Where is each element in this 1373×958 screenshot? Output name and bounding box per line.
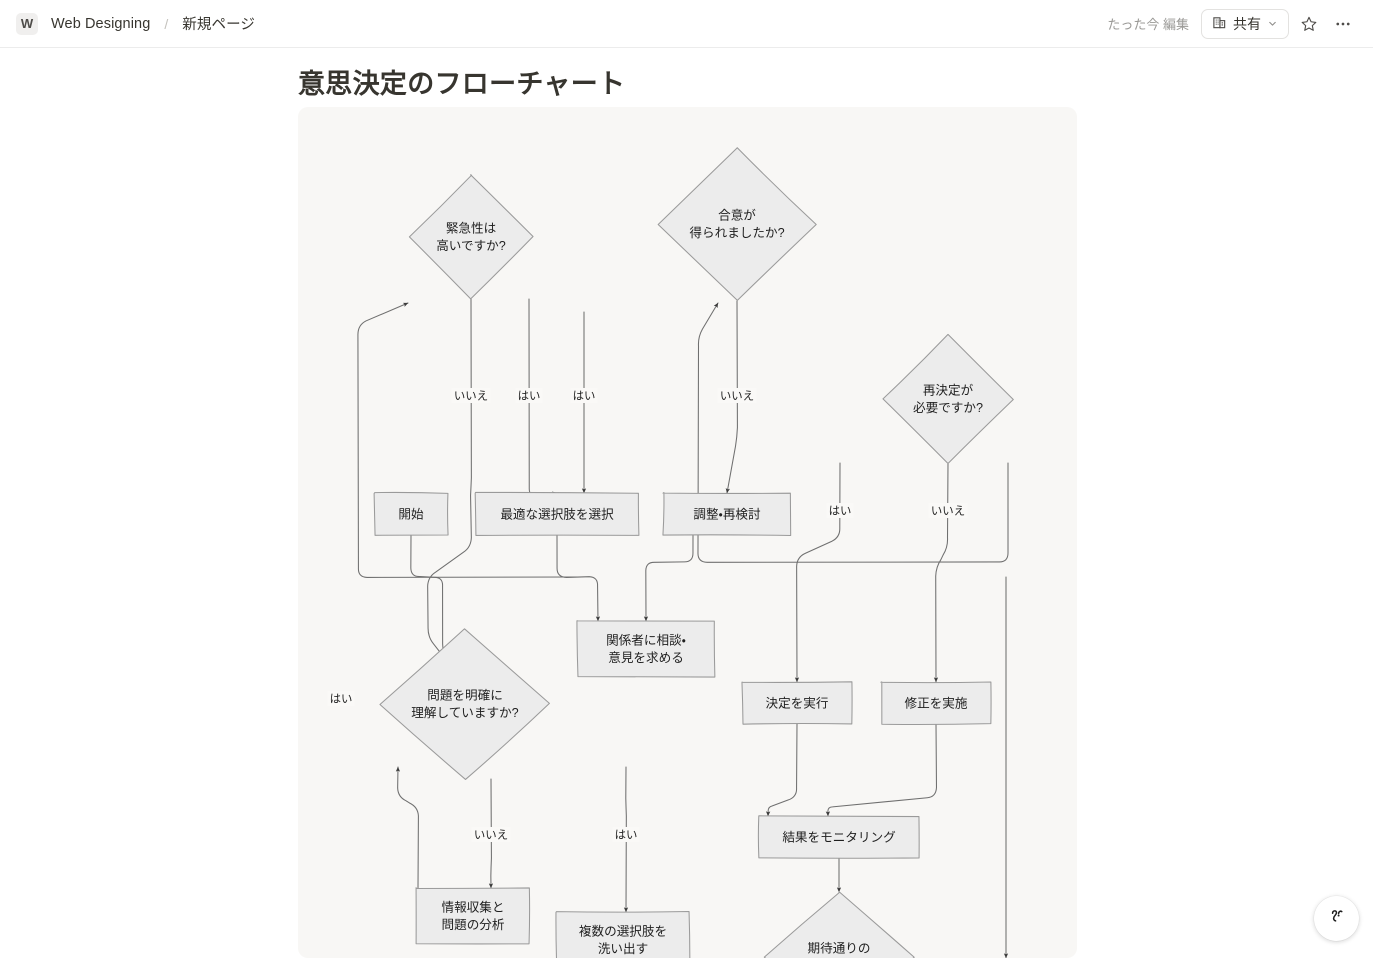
flowchart-edge bbox=[623, 766, 629, 913]
flowchart-edge bbox=[765, 723, 798, 817]
node-label: 情報収集と bbox=[442, 901, 505, 915]
flowchart-node[interactable]: 修正を実施 bbox=[880, 681, 992, 726]
share-button[interactable]: 共有 bbox=[1201, 8, 1289, 39]
node-label: 決定を実行 bbox=[766, 695, 829, 710]
breadcrumb-page[interactable]: 新規ページ bbox=[182, 17, 255, 33]
edge-label: いいえ bbox=[471, 827, 511, 842]
top-bar-actions: たった今 編集 共有 bbox=[1101, 8, 1357, 39]
flowchart-edge bbox=[556, 534, 601, 622]
breadcrumb-workspace[interactable]: Web Designing bbox=[51, 15, 151, 32]
star-icon bbox=[1300, 15, 1318, 33]
favorite-button[interactable] bbox=[1295, 10, 1323, 38]
flowchart-edge bbox=[933, 462, 949, 683]
edge-label-text: いいえ bbox=[931, 505, 965, 518]
top-bar: W Web Designing / 新規ページ たった今 編集 共有 bbox=[0, 0, 1373, 48]
node-label: 洗い出す bbox=[598, 942, 648, 956]
flowchart-node[interactable]: 最適な選択肢を選択 bbox=[474, 491, 640, 536]
node-label: 最適な選択肢を選択 bbox=[500, 506, 614, 521]
edge-label-text: はい bbox=[829, 505, 852, 518]
workspace-badge[interactable]: W bbox=[16, 12, 38, 35]
node-label: 結果をモニタリング bbox=[782, 830, 896, 844]
edge-label-text: いいえ bbox=[454, 390, 488, 403]
edge-label-text: いいえ bbox=[720, 390, 754, 403]
node-label: 問題の分析 bbox=[442, 918, 505, 932]
edge-label: はい bbox=[327, 691, 355, 706]
share-label: 共有 bbox=[1233, 15, 1261, 32]
flowchart-edge bbox=[357, 302, 579, 578]
breadcrumb: W Web Designing / 新規ページ bbox=[16, 11, 260, 36]
flowchart-edge bbox=[697, 302, 1009, 563]
flowchart-edge bbox=[410, 534, 449, 668]
flowchart-node[interactable]: 期待通りの結果ですか? bbox=[763, 891, 915, 958]
node-label: 再決定が bbox=[923, 384, 974, 398]
flowchart-node[interactable]: 開始 bbox=[373, 491, 449, 536]
flowchart-edge bbox=[488, 778, 494, 889]
flowchart-edge bbox=[427, 298, 472, 666]
edge-label: いいえ bbox=[717, 388, 757, 403]
node-label: 合意が bbox=[718, 209, 756, 223]
flowchart-edge bbox=[395, 766, 419, 889]
edge-label: はい bbox=[826, 503, 854, 518]
node-label: 開始 bbox=[398, 507, 424, 521]
page-title: 意思決定のフローチャート bbox=[298, 69, 626, 99]
flowchart-node[interactable]: 調整・再検討 bbox=[662, 491, 792, 537]
more-options-button[interactable] bbox=[1329, 10, 1357, 38]
edge-label: はい bbox=[515, 388, 543, 403]
edge-label: はい bbox=[612, 827, 640, 842]
ai-assistant-icon bbox=[1325, 904, 1349, 933]
edge-label-text: いいえ bbox=[474, 829, 508, 842]
building-icon bbox=[1212, 15, 1227, 33]
flowchart-node[interactable]: 結果をモニタリング bbox=[757, 815, 920, 859]
node-label: 期待通りの bbox=[808, 942, 871, 956]
flowchart-edge bbox=[643, 534, 694, 622]
edge-label: いいえ bbox=[928, 503, 968, 518]
flowchart-edge bbox=[794, 462, 841, 683]
node-label: 調整・再検討 bbox=[693, 507, 761, 521]
node-label: 緊急性は bbox=[446, 222, 496, 236]
edge-label-text: はい bbox=[573, 390, 596, 403]
edge-label: はい bbox=[570, 388, 598, 403]
edge-label-text: はい bbox=[330, 693, 353, 706]
node-label: 得られましたか? bbox=[689, 225, 784, 240]
node-label: 修正を実施 bbox=[905, 695, 968, 710]
flowchart-node[interactable]: 関係者に相談・意見を求める bbox=[576, 620, 716, 678]
flowchart-canvas[interactable]: 緊急性は高いですか? 合意が得られましたか? 再決定が必要ですか? 開始 最適な選択肢を… bbox=[298, 107, 1077, 958]
node-label: 高いですか? bbox=[436, 238, 506, 253]
breadcrumb-separator: / bbox=[164, 15, 169, 32]
node-label: 意見を求める bbox=[608, 651, 684, 665]
flowchart-edge bbox=[825, 723, 938, 817]
flowchart-node[interactable]: 決定を実行 bbox=[741, 681, 853, 725]
node-label: 関係者に相談・ bbox=[606, 634, 686, 648]
ai-assistant-button[interactable] bbox=[1314, 896, 1359, 941]
chevron-down-icon bbox=[1267, 16, 1278, 32]
edge-label: いいえ bbox=[451, 388, 491, 403]
last-edited-label[interactable]: たった今 編集 bbox=[1107, 17, 1189, 32]
edge-label-text: はい bbox=[518, 390, 541, 403]
node-label: 複数の選択肢を bbox=[579, 924, 667, 939]
node-label: 問題を明確に bbox=[427, 688, 503, 703]
flowchart-edge bbox=[725, 300, 738, 494]
node-label: 理解していますか? bbox=[411, 706, 518, 720]
node-label: 必要ですか? bbox=[913, 401, 983, 415]
edge-label-text: はい bbox=[615, 829, 638, 842]
ellipsis-icon bbox=[1334, 15, 1352, 33]
